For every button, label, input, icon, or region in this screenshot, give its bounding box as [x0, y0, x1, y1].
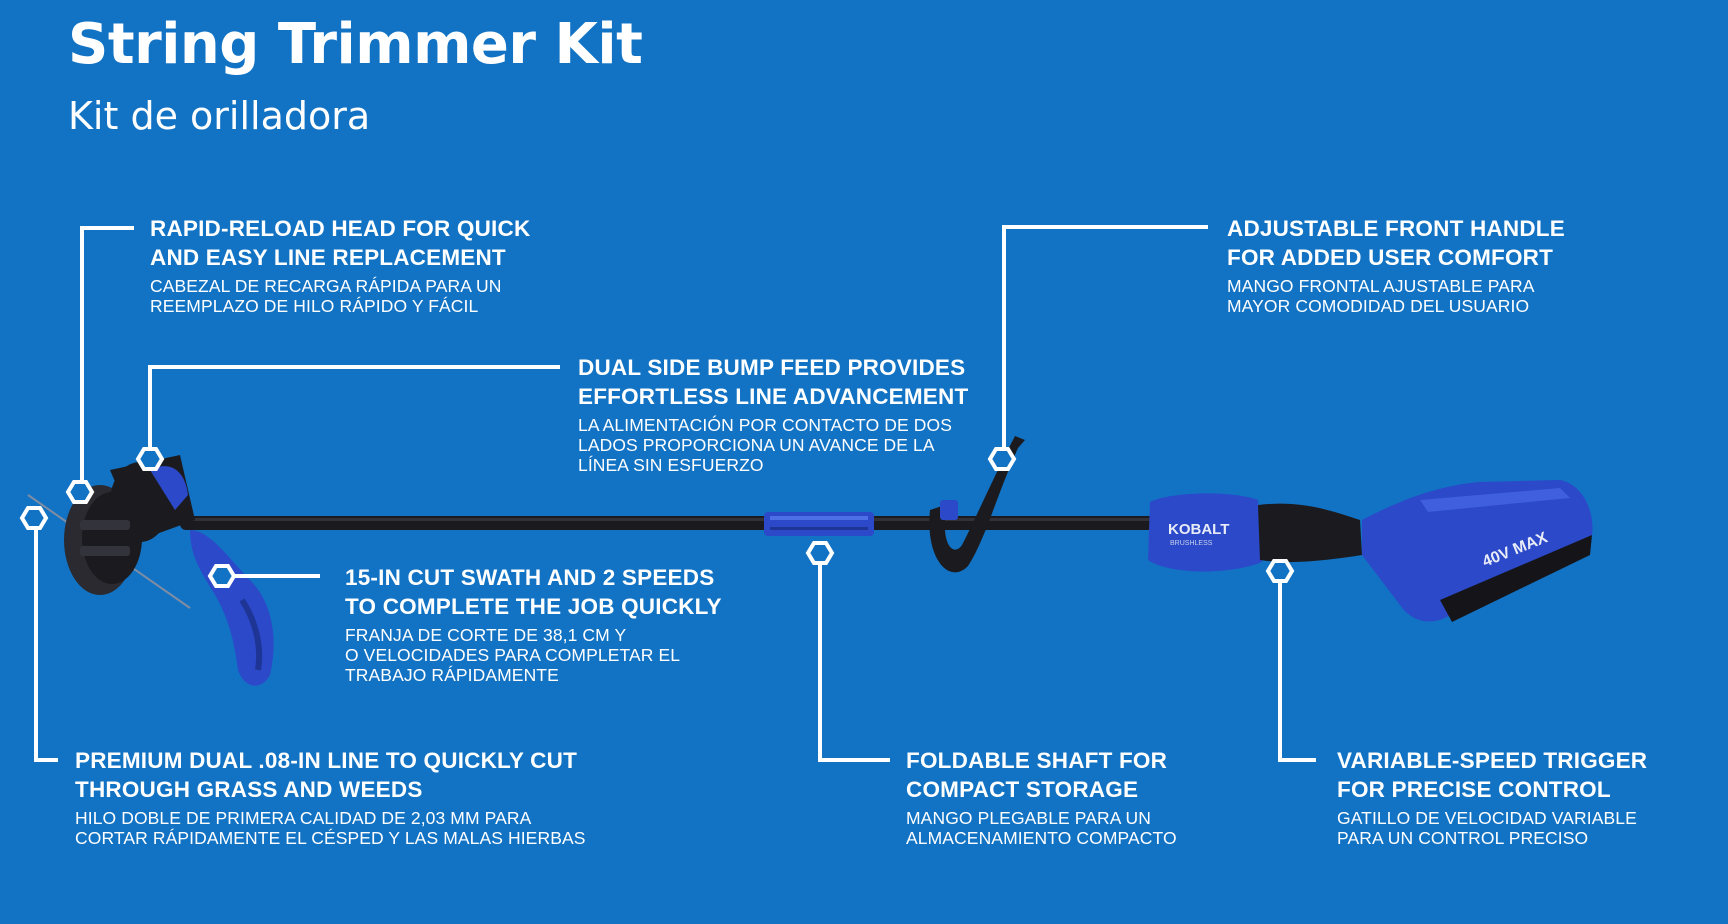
- leader-lines: [34, 225, 1316, 762]
- callout-bump-feed: DUAL SIDE BUMP FEED PROVIDES EFFORTLESS …: [578, 353, 968, 475]
- page-subtitle: Kit de orilladora: [68, 94, 371, 138]
- callout-description: GATILLO DE VELOCIDAD VARIABLE PARA UN CO…: [1337, 808, 1637, 848]
- hex-marker: [987, 447, 1017, 471]
- callout-heading: ADJUSTABLE FRONT HANDLE FOR ADDED USER C…: [1227, 216, 1565, 270]
- grip-handle: [190, 530, 274, 686]
- hex-marker: [1265, 559, 1295, 583]
- callout-rapid-reload: RAPID-RELOAD HEAD FOR QUICK AND EASY LIN…: [150, 214, 530, 316]
- callout-description: LA ALIMENTACIÓN POR CONTACTO DE DOS LADO…: [578, 415, 952, 475]
- hex-marker: [207, 564, 237, 588]
- hex-marker: [805, 541, 835, 565]
- battery-pack: 40V MAX: [1362, 480, 1593, 622]
- callout-trigger: VARIABLE-SPEED TRIGGER FOR PRECISE CONTR…: [1337, 746, 1647, 848]
- brand-label: KOBALT: [1168, 521, 1229, 538]
- callout-cut-swath: 15-IN CUT SWATH AND 2 SPEEDS TO COMPLETE…: [345, 563, 722, 685]
- hex-marker: [65, 480, 95, 504]
- callout-description: MANGO PLEGABLE PARA UN ALMACENAMIENTO CO…: [906, 808, 1177, 848]
- hex-marker: [135, 447, 165, 471]
- page-title: String Trimmer Kit: [68, 12, 643, 77]
- callout-dual-line: PREMIUM DUAL .08-IN LINE TO QUICKLY CUT …: [75, 746, 586, 848]
- callout-heading: RAPID-RELOAD HEAD FOR QUICK AND EASY LIN…: [150, 216, 531, 270]
- fold-coupler: [764, 512, 874, 536]
- callout-description: FRANJA DE CORTE DE 38,1 CM Y O VELOCIDAD…: [345, 625, 681, 685]
- brand-sublabel: BRUSHLESS: [1170, 540, 1213, 547]
- callout-foldable-shaft: FOLDABLE SHAFT FOR COMPACT STORAGE MANGO…: [906, 746, 1177, 848]
- callout-description: CABEZAL DE RECARGA RÁPIDA PARA UN REEMPL…: [150, 276, 502, 316]
- callout-heading: VARIABLE-SPEED TRIGGER FOR PRECISE CONTR…: [1337, 748, 1648, 802]
- motor-housing: KOBALT BRUSHLESS: [1148, 493, 1362, 572]
- callout-description: HILO DOBLE DE PRIMERA CALIDAD DE 2,03 MM…: [75, 808, 586, 848]
- callout-heading: FOLDABLE SHAFT FOR COMPACT STORAGE: [906, 748, 1168, 802]
- callout-heading: 15-IN CUT SWATH AND 2 SPEEDS TO COMPLETE…: [345, 565, 722, 619]
- callout-front-handle: ADJUSTABLE FRONT HANDLE FOR ADDED USER C…: [1227, 214, 1565, 316]
- callout-description: MANGO FRONTAL AJUSTABLE PARA MAYOR COMOD…: [1227, 276, 1535, 316]
- callout-heading: DUAL SIDE BUMP FEED PROVIDES EFFORTLESS …: [578, 355, 969, 409]
- hex-marker: [19, 506, 49, 530]
- trimmer-head: [27, 455, 195, 609]
- callout-heading: PREMIUM DUAL .08-IN LINE TO QUICKLY CUT …: [75, 748, 578, 802]
